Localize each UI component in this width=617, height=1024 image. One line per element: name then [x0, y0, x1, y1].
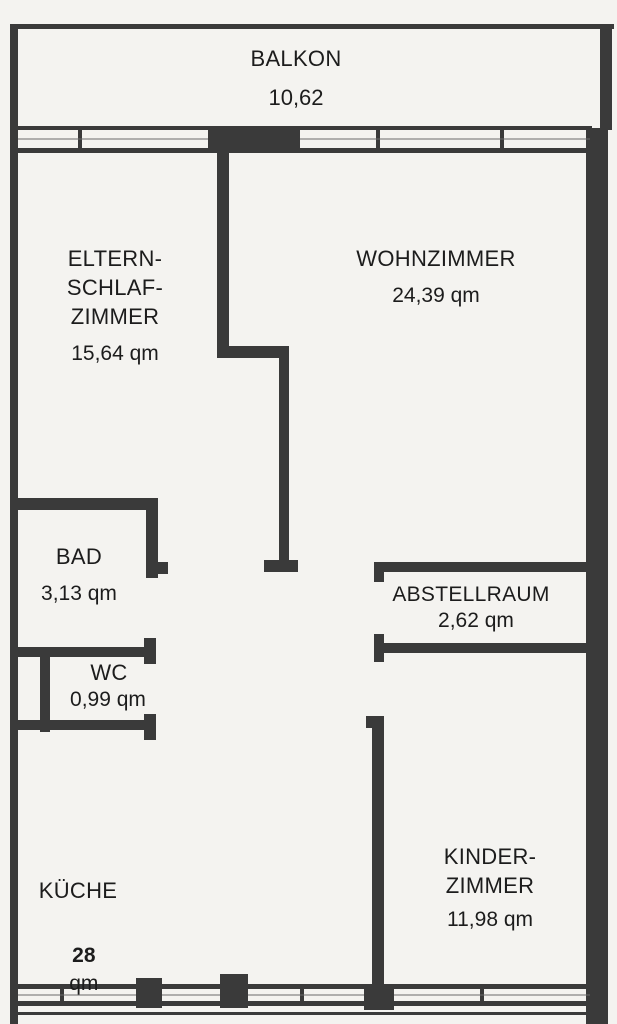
wall-abstell-top [376, 562, 588, 572]
room-name-balkon: BALKON [250, 46, 342, 71]
wall-end-cap [264, 560, 298, 572]
room-area-kueche: 28 qm [20, 914, 136, 998]
wall-kinder-left [372, 718, 384, 1004]
room-area-kueche-unit: qm [69, 972, 99, 995]
bottom-frame-line [14, 1012, 606, 1015]
wall-wc-inner [40, 650, 50, 732]
room-area-balkon: 10,62 [268, 85, 324, 110]
wall-bad-right [146, 498, 158, 578]
wall-abstell-bottom [376, 643, 588, 653]
room-area-elternschlafzimmer: 15,64 qm [71, 342, 159, 365]
top-wall-pier [208, 126, 300, 152]
bottom-window-band-top [14, 984, 604, 989]
room-name-wc: WC [90, 660, 128, 685]
wall-eltern-wohn-upper [217, 150, 229, 356]
bottom-wall-pier [220, 974, 248, 1008]
wall-end-cap [366, 716, 384, 728]
wall-end-cap [374, 634, 384, 662]
walls [10, 24, 614, 1024]
wall-end-cap [146, 562, 168, 574]
room-area-wohnzimmer: 24,39 qm [392, 284, 480, 307]
room-name-kinderzimmer: KINDER- ZIMMER [443, 844, 537, 898]
room-area-kueche-number: 28 [72, 944, 96, 967]
left-outer-wall [10, 24, 18, 1024]
room-area-kinderzimmer: 11,98 qm [447, 908, 533, 931]
room-name-abstellraum: ABSTELLRAUM [392, 583, 550, 606]
room-name-bad: BAD [55, 544, 103, 569]
room-area-bad: 3,13 qm [41, 582, 117, 605]
wall-end-cap [144, 638, 156, 664]
wall-eltern-wohn-step [217, 346, 289, 358]
room-area-abstellraum: 2,62 qm [438, 609, 514, 632]
right-outer-wall [586, 128, 608, 1024]
wall-end-cap [144, 714, 156, 740]
wall-wc-top [14, 647, 154, 657]
wall-bad-top [14, 498, 158, 510]
wall-end-cap [374, 562, 384, 582]
window-glass [18, 138, 590, 996]
room-area-wc: 0,99 qm [70, 688, 146, 711]
room-name-wohnzimmer: WOHNZIMMER [356, 246, 516, 271]
room-name-elternschlafzimmer: ELTERN- SCHLAF- ZIMMER [66, 246, 164, 329]
top-window-band-top [18, 126, 592, 130]
top-window-band-bottom [18, 148, 592, 153]
bottom-window-band-bottom [14, 1001, 604, 1006]
bottom-wall-pier [364, 984, 394, 1010]
room-name-kueche: KÜCHE [38, 878, 118, 903]
balcony-right-edge [600, 26, 612, 130]
wall-wc-bottom [14, 720, 154, 730]
bottom-wall-pier [136, 978, 162, 1008]
wall-eltern-wohn-lower [279, 346, 289, 568]
balcony-top-edge [14, 24, 614, 29]
